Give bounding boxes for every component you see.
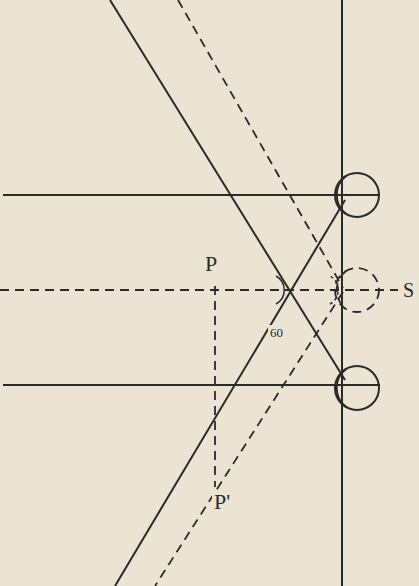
dashed-sight-line xyxy=(178,0,343,288)
point-label: P' xyxy=(212,490,232,514)
projection-line xyxy=(214,286,216,487)
sight-line xyxy=(110,0,345,380)
eye xyxy=(335,173,379,217)
eye-lens xyxy=(337,271,346,309)
eye-lens xyxy=(337,176,346,214)
eye-lens xyxy=(337,369,346,407)
eye xyxy=(335,366,379,410)
point-label: 60 xyxy=(268,325,285,340)
dashed-sight-line xyxy=(155,292,343,586)
point-label: S xyxy=(401,279,416,301)
axis-line xyxy=(0,289,398,291)
angle-arc xyxy=(330,276,338,304)
point-label: P xyxy=(203,252,219,276)
sight-line xyxy=(3,384,380,386)
sight-line xyxy=(3,194,380,196)
cyclopean-eye xyxy=(335,268,379,312)
sight-line xyxy=(115,200,345,586)
